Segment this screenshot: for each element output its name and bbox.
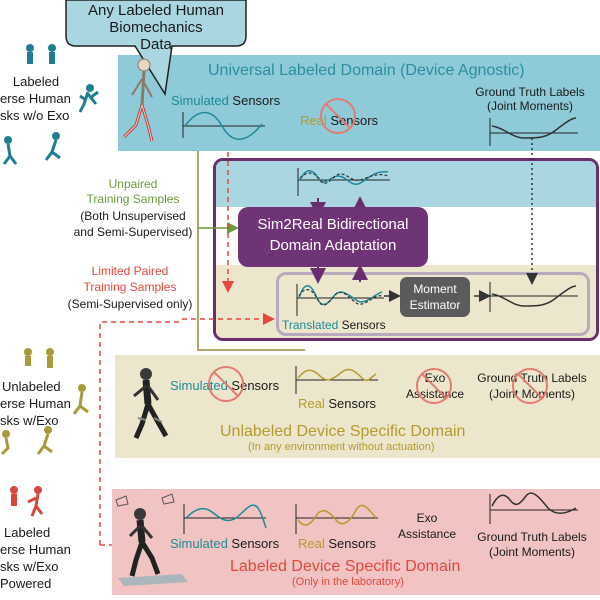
adaptation-box — [238, 207, 428, 267]
unlabeled-real-word: Real — [298, 396, 325, 411]
left-bot-line2: erse Human — [0, 542, 71, 557]
left-top-line2: erse Human — [0, 91, 71, 106]
universal-sim-waveform — [182, 111, 265, 140]
translated-waveform — [296, 284, 384, 316]
unpaired-line3: (Both Unsupervised — [80, 209, 186, 223]
universal-gt-line1: Ground Truth Labels — [475, 85, 585, 99]
translated-sensors-word: Sensors — [338, 318, 386, 332]
unlabeled-real-sensors-label: Real Sensors — [298, 396, 376, 411]
universal-domain-title: Universal Labeled Domain (Device Agnosti… — [208, 62, 525, 79]
labeled-real-waveform — [295, 504, 378, 534]
left-mid-line2: erse Human — [0, 396, 71, 411]
left-mid-line3: sks w/Exo — [0, 413, 59, 428]
left-mid-figures-icon — [0, 348, 89, 456]
unpaired-line1: Unpaired — [108, 177, 158, 191]
labeled-exo-line1: Exo — [416, 511, 438, 525]
adaptation-line1: Sim2Real Bidirectional — [257, 216, 409, 233]
left-top-line1: Labeled — [12, 74, 60, 89]
unlabeled-exo-ban-icon — [416, 368, 452, 404]
universal-gt-waveform — [489, 117, 578, 146]
universal-gt-line2: (Joint Moments) — [486, 99, 574, 113]
paired-line1: Limited Paired — [91, 264, 169, 278]
adapt-top-waveform — [297, 168, 390, 196]
unlabeled-sim-ban-icon — [208, 366, 244, 402]
moment-estimator-box — [400, 277, 470, 317]
unlabeled-domain-subtitle: (In any environment without actuation) — [248, 441, 435, 453]
labeled-real-sensors-label: Real Sensors — [298, 536, 376, 551]
left-bot-line3: sks w/Exo — [0, 559, 59, 574]
unpaired-line4: and Semi-Supervised) — [73, 225, 193, 239]
universal-simulated-sensors-label: Simulated Sensors — [171, 93, 280, 108]
labeled-gt-line1: Ground Truth Labels — [477, 530, 587, 544]
walking-person-exo-icon — [133, 368, 169, 439]
estimator-output-waveform — [489, 282, 578, 312]
labeled-domain-panel — [112, 489, 600, 595]
left-bot-line1: Labeled — [4, 525, 51, 540]
lab-person-exo-icon — [115, 493, 188, 586]
left-top-figures-icon — [2, 44, 99, 165]
unlabeled-real-waveform — [295, 366, 378, 394]
skeleton-figure-icon — [122, 58, 154, 142]
left-bot-figures-icon — [10, 486, 44, 517]
universal-simulated-word: Simulated — [171, 93, 229, 108]
labeled-domain-subtitle: (Only in the laboratory) — [292, 576, 404, 588]
unlabeled-real-sensors-word: Sensors — [324, 396, 377, 411]
left-top-line3: sks w/o Exo — [0, 108, 70, 123]
paired-line3: (Semi-Supervised only) — [67, 297, 193, 311]
estimator-line1: Moment — [413, 282, 457, 296]
callout-line3: Data — [140, 36, 172, 53]
translated-box — [276, 272, 590, 336]
labeled-real-sensors-word: Sensors — [324, 536, 377, 551]
unpaired-line2: Training Samples — [86, 192, 180, 206]
labeled-real-word: Real — [298, 536, 325, 551]
labeled-gt-waveform — [489, 492, 578, 524]
labeled-simulated-sensors-label: Simulated Sensors — [170, 536, 279, 551]
adaptation-line2: Domain Adaptation — [269, 237, 397, 254]
translated-word: Translated — [282, 318, 339, 332]
labeled-domain-title: Labeled Device Specific Domain — [230, 558, 461, 575]
paired-line2: Training Samples — [83, 280, 177, 294]
labeled-sensors-word: Sensors — [227, 536, 280, 551]
left-mid-line1: Unlabeled — [2, 379, 61, 394]
callout-line2: Biomechanics — [109, 19, 203, 36]
labeled-exo-line2: Assistance — [397, 527, 457, 541]
labeled-sim-waveform — [183, 504, 267, 534]
translated-sensors-label: Translated Sensors — [282, 318, 386, 332]
universal-domain-panel — [118, 55, 600, 151]
unlabeled-domain-title: Unlabeled Device Specific Domain — [220, 423, 466, 440]
unlabeled-gt-ban-icon — [512, 368, 548, 404]
universal-real-ban-icon — [320, 98, 356, 134]
callout-line1: Any Labeled Human — [88, 2, 224, 19]
labeled-simulated-word: Simulated — [170, 536, 228, 551]
estimator-line2: Estimator — [409, 298, 461, 312]
universal-sensors-word: Sensors — [228, 93, 281, 108]
left-bot-line4: Powered — [0, 576, 52, 591]
labeled-gt-line2: (Joint Moments) — [488, 545, 576, 559]
